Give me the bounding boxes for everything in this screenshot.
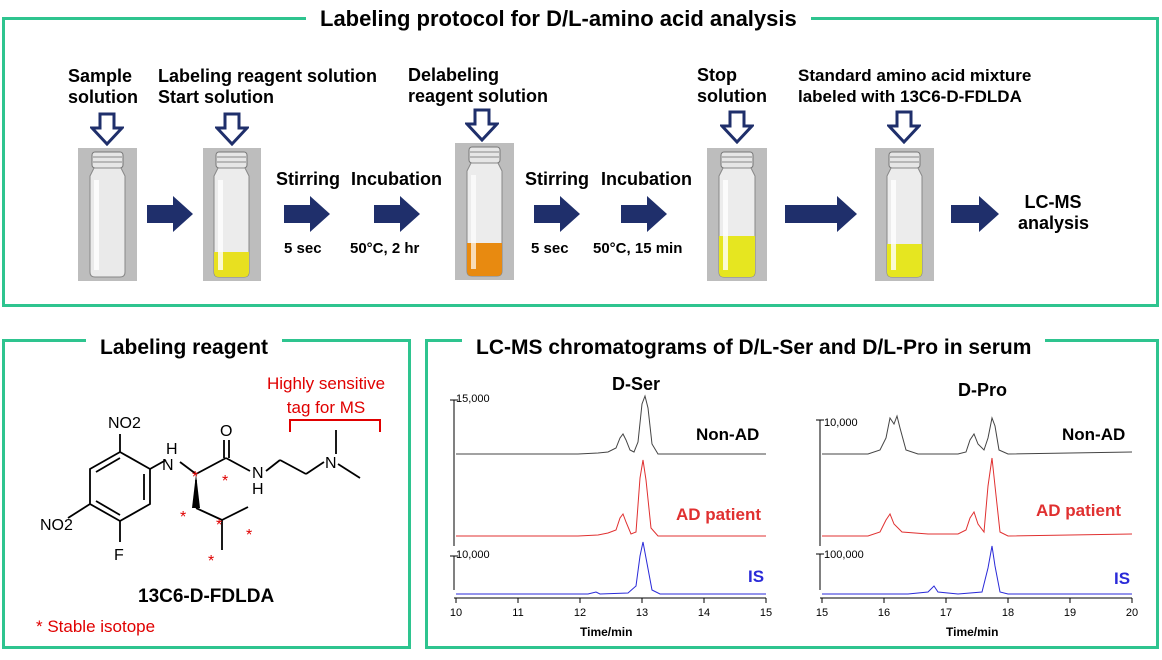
x-tick-label: 16	[878, 607, 890, 619]
x-tick-label: 10	[450, 607, 462, 619]
svg-text:*: *	[180, 509, 186, 526]
op-cond-4: 50°C, 15 min	[593, 240, 683, 257]
right-arrow-icon	[785, 196, 857, 232]
pro-trace-ad: AD patient	[1036, 501, 1121, 520]
op-stirring-1: Stirring	[276, 169, 341, 189]
ser-scale-top: 15,000	[456, 393, 490, 405]
trace-pro-is	[822, 545, 1132, 595]
down-arrow-icon	[215, 112, 249, 146]
nh-h: H	[166, 441, 178, 458]
right-arrow-icon	[621, 196, 667, 232]
dimethyl-n: N	[325, 455, 337, 472]
ser-compound-label: D-Ser	[612, 374, 660, 394]
x-tick-label: 17	[940, 607, 952, 619]
chromatogram-plots: 10 11 12 13 14 15 15 16 17 18 19 20 D-Ser D-Pro 15…	[450, 374, 1138, 639]
trace-ser-non-ad	[456, 394, 766, 455]
protocol-panel	[2, 17, 1159, 307]
trace-ser-is	[456, 541, 766, 595]
amide-h: H	[252, 481, 264, 498]
protocol-title: Labeling protocol for D/L-amino acid ana…	[306, 4, 811, 34]
pro-scale-is: 100,000	[824, 549, 864, 561]
x-tick-label: 15	[760, 607, 772, 619]
trace-ser-ad	[456, 459, 766, 537]
fdlda-structure: NO2 NO2 F H N O N H N * * * * * *	[40, 415, 381, 570]
carbonyl-o: O	[220, 423, 232, 440]
x-tick-label: 13	[636, 607, 648, 619]
right-arrow-icon	[374, 196, 420, 232]
amide-n: N	[252, 465, 264, 482]
svg-text:*: *	[216, 517, 222, 534]
right-arrow-icon	[284, 196, 330, 232]
op-cond-1: 5 sec	[284, 240, 322, 257]
op-incubation-1: Incubation	[351, 169, 442, 189]
x-tick-label: 20	[1126, 607, 1138, 619]
x-tick-label: 19	[1064, 607, 1076, 619]
svg-text:*: *	[208, 553, 214, 570]
x-tick-label: 15	[816, 607, 828, 619]
ser-scale-is: 10,000	[456, 549, 490, 561]
ser-xlabel: Time/min	[580, 625, 632, 639]
ser-trace-non-ad: Non-AD	[696, 425, 759, 444]
op-incubation-2: Incubation	[601, 169, 692, 189]
pro-xlabel: Time/min	[946, 625, 998, 639]
x-tick-label: 14	[698, 607, 710, 619]
compound-name: 13C6-D-FDLDA	[138, 586, 275, 607]
down-arrow-icon	[465, 108, 499, 142]
pro-trace-non-ad: Non-AD	[1062, 425, 1125, 444]
ser-trace-is: IS	[748, 567, 764, 586]
stop-vial-icon	[707, 148, 767, 281]
no2-group-left: NO2	[40, 517, 73, 534]
op-cond-2: 50°C, 2 hr	[350, 240, 420, 257]
x-tick-label: 18	[1002, 607, 1014, 619]
nh-n: N	[162, 457, 174, 474]
down-arrow-icon	[720, 110, 754, 144]
labeling-vial-icon	[203, 148, 261, 281]
reagent-title: Labeling reagent	[86, 334, 283, 362]
chromatogram-title: LC-MS chromatograms of D/L-Ser and D/L-P…	[462, 334, 1046, 362]
pro-scale-top: 10,000	[824, 417, 858, 429]
trace-pro-non-ad	[822, 414, 1133, 455]
op-cond-3: 5 sec	[531, 240, 569, 257]
pro-compound-label: D-Pro	[958, 380, 1007, 400]
down-arrow-icon	[887, 110, 921, 144]
fluorine-atom: F	[114, 547, 124, 564]
svg-text:*: *	[246, 527, 252, 544]
delabeling-vial-icon	[455, 143, 514, 280]
isotope-legend: * Stable isotope	[36, 617, 156, 636]
no2-group-top: NO2	[108, 415, 141, 432]
right-arrow-icon	[534, 196, 580, 232]
svg-text:*: *	[222, 473, 228, 490]
ser-trace-ad: AD patient	[676, 505, 761, 524]
right-arrow-icon	[951, 196, 999, 232]
sample-vial-icon	[78, 148, 137, 281]
svg-text:*: *	[192, 469, 198, 486]
x-tick-label: 11	[512, 607, 523, 619]
trace-pro-ad	[822, 457, 1133, 537]
pro-trace-is: IS	[1114, 569, 1130, 588]
x-tick-label: 12	[574, 607, 586, 619]
op-stirring-2: Stirring	[525, 169, 590, 189]
right-arrow-icon	[147, 196, 193, 232]
down-arrow-icon	[90, 112, 124, 146]
standard-vial-icon	[875, 148, 934, 281]
